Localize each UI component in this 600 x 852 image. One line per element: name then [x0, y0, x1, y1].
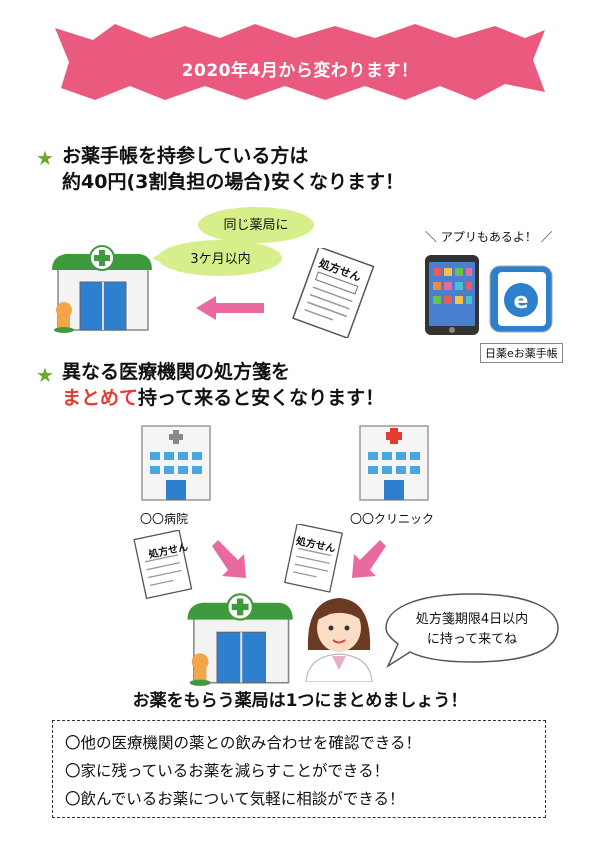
section2-heading-rest: 持って来ると安くなります！	[138, 387, 385, 409]
benefit-item: 〇飲んでいるお薬について気軽に相談ができる！	[65, 790, 405, 808]
speech-bubble-three-months	[152, 240, 282, 276]
clinic-label: 〇〇クリニック	[350, 512, 435, 526]
pharmacist-bubble-line1: 処方箋期限4日以内	[415, 612, 529, 627]
section2-heading-line1: 異なる医療機関の処方箋を	[62, 361, 291, 383]
benefit-item: 〇他の医療機関の薬との飲み合わせを確認できる！	[65, 734, 422, 752]
bubble-same-pharmacy-text: 同じ薬局に	[223, 218, 289, 233]
app-label: 日薬eお薬手帳	[480, 343, 563, 363]
prescription-paper-icon	[292, 248, 375, 338]
speech-bubble-same-pharmacy	[198, 207, 314, 243]
clinic-building-icon	[359, 425, 429, 501]
prescription-paper-hospital-icon	[133, 530, 193, 600]
pharmacist-speech-bubble	[385, 593, 559, 668]
star-icon: ★	[36, 146, 54, 170]
app-note: ＼ アプリもあるよ！ ／	[425, 230, 553, 244]
arrow-down-left-icon	[352, 540, 386, 578]
arrow-left-icon	[196, 296, 264, 320]
banner-title: 2020年4月から変わります！	[181, 61, 419, 81]
smartphone-icon	[425, 255, 479, 335]
prescription-paper-clinic-icon	[283, 524, 343, 593]
section1-heading-line1: お薬手帳を持参している方は	[62, 145, 309, 167]
pharmacist-icon	[305, 598, 373, 682]
pharmacist-bubble-line2: に持って来てね	[426, 632, 518, 647]
arrow-down-right-icon	[212, 540, 246, 578]
banner-burst	[55, 24, 545, 100]
section1-heading-line2: 約40円(3割負担の場合)安くなります！	[62, 171, 405, 193]
hospital-label: 〇〇病院	[140, 512, 189, 526]
medicine-notebook-app-icon: e	[489, 265, 553, 333]
benefit-item: 〇家に残っているお薬を減らすことができる！	[65, 762, 390, 780]
benefits-box: 〇他の医療機関の薬との飲み合わせを確認できる！ 〇家に残っているお薬を減らすこと…	[52, 720, 546, 818]
pharmacy-building-icon-2	[187, 593, 293, 686]
svg-text:e: e	[514, 289, 529, 314]
hospital-building-icon	[141, 425, 211, 501]
bubble-three-months-text: 3ケ月以内	[190, 252, 251, 267]
star-icon-2: ★	[36, 363, 54, 387]
pharmacy-building-icon	[52, 245, 152, 333]
section2-heading-line2: まとめて持って来ると安くなります！	[62, 385, 384, 411]
conclusion-text: お薬をもらう薬局は1つにまとめましょう！	[132, 691, 468, 711]
emphasis-matomete: まとめて	[62, 387, 139, 409]
